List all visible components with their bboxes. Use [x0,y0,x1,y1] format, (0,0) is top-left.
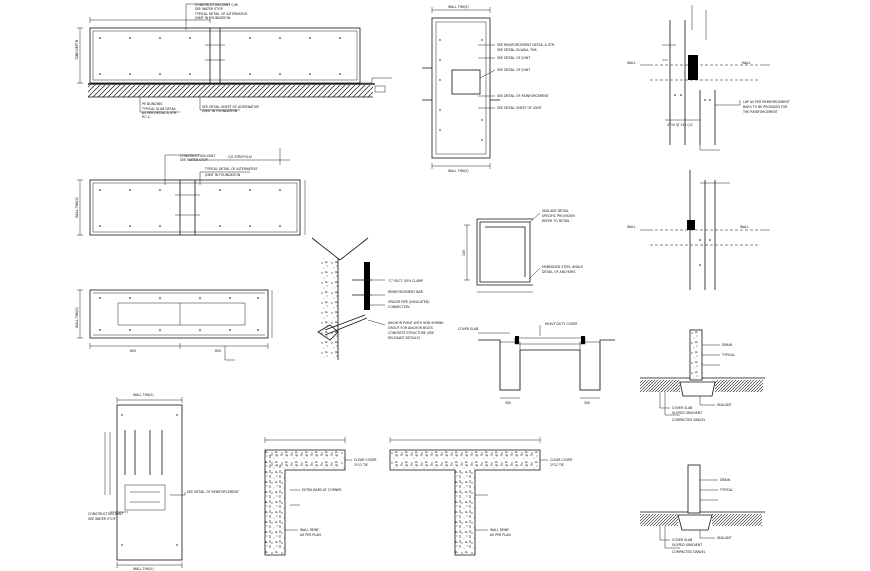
d3-note-3: THE REINFORCEMENT [742,110,778,114]
detail-column-section: WALL THK(S) SEE DETAIL OF REINFORCEMENT … [88,393,239,571]
detail-junction-top-right: WALL WALL LAP AS PER REINFORCEMENT BARS … [627,5,790,151]
d1-top-note-2: SEE WATER STOP [195,7,223,11]
d13-note-4: AS PER PLAN [490,533,511,537]
d7-note-5: ANCHOR POINT WITH NON SHRINK [388,321,444,325]
d13-note-1: CLEAR COVER [550,458,573,462]
detail-corner-plan: CLEAR COVER 2Y12 TIE EXTRA BARS AT CORNE… [264,437,377,556]
d9-note-2: HEAVY DUTY COVER [545,322,578,326]
svg-text:WALL: WALL [627,61,636,65]
d6-dim-bottom-2: 600 [215,349,221,353]
d7-note-6: GROUT FOR ANCHOR BOLTS [388,326,433,330]
d1-top-note-1: CONSTRUCTION JOINT C/W [195,3,239,7]
d2-note-2: SEE DETAIL IN WALL THK. [497,48,538,52]
d9-note-1: COVER SLAB [458,327,478,331]
d6-dim-bottom-1: 600 [130,349,136,353]
d14-note-2: TYPICAL [719,488,733,492]
detail-clamp-bracket: "C" SECT. 50% CLAMP REINFORCEMENT BAR SP… [311,237,444,360]
d8-note-3: REFER TO DETAIL [542,219,570,223]
d12-note-1: CLEAR COVER [354,458,377,462]
d7-note-8: RELEVANT DETAILS) [388,336,420,340]
d14-note-3: COVER SLAB [672,538,692,542]
d14-note-5: SEALANT [717,536,732,540]
detail-wall-elevation-top: TANK DEPTH CONSTRUCTION JOINT C/W SEE WA… [75,3,392,119]
d1-bottom-note-2: TYPICAL SLAB DETAIL [141,107,176,111]
d2-note-3: SEE DETAIL OF JOINT [497,56,530,60]
detail-tee-plan: CLEAR COVER 2Y12 TIE WALL REINF. AS PER … [389,437,573,556]
d10-note-4: SLOPED GRADIENT [672,411,702,415]
d8-note-1: SEALANT DETAIL [542,209,569,213]
d14-note-1: DRAIN [720,478,731,482]
d14-note-6: COMPACTED GRAVEL [672,550,706,554]
d9-dim-left: 300 [505,401,511,405]
d1-bottom-note-3: AS PER DETAIL & STR. [142,111,177,115]
d2-note-6: SEE DETAIL SHEET OF JOINT [497,106,542,110]
d13-note-2: 2Y12 TIE [550,463,564,467]
d3-note-1: LAP AS PER REINFORCEMENT [743,100,790,104]
d4-dim-top: C/S STRIP FILM [228,155,252,159]
d4-top-note-3: TYPICAL DETAIL OF ALTERNATIVE [204,167,257,171]
d12-note-5: AS PER PLAN [300,533,321,537]
d1-side-dim: TANK DEPTH [75,39,79,61]
d1-top-note-3: TYPICAL DETAIL OF ALTERNATIVE [194,12,247,16]
detail-wall-section-top-middle: WALL THK(S) WALL THK(S) SEE REINFORCEMEN… [422,5,555,173]
d13-note-3: WALL REINF. [490,528,510,532]
d8-note-5: DETAIL OF ANCHORS [542,270,575,274]
d11-top-dim: WALL THK(S) [133,393,154,397]
detail-wall-elevation-middle: CONSTRUCTION JOINT SEE WATER STOP C/S ST… [75,148,306,236]
d4-top-note-4: JOINT IN FOUNDATION [204,173,241,177]
d11-note-2: SEE WATER STOP [88,517,116,521]
d4-side-dim: WALL THK(S) [75,197,79,218]
d1-top-note-4: JOINT IN FOUNDATION [194,16,231,20]
d2-bottom-dim: WALL THK(S) [448,169,469,173]
d1-bottom-note-1: PE BLINDING [142,102,163,106]
d7-note-3: SPACER PIPE (INSULATED) [388,300,430,304]
d6-side-dim: WALL THK(S) [75,307,79,328]
d2-note-1: SEE REINFORCEMENT DETAIL & STR. [497,43,555,47]
d10-note-5: SEALANT [717,403,732,407]
d1-bottom-note-6: JOINT IN FOUNDATION [201,109,238,113]
d11-note-3: SEE DETAIL OF REINFORCEMENT [187,490,239,494]
d14-note-4: SLOPED GRADIENT [672,543,702,547]
svg-text:WALL: WALL [742,61,751,65]
d2-note-5: SEE DETAIL OF REINFORCEMENT [497,94,549,98]
d8-note-4: EMBEDDED STEEL ANGLE [542,265,583,269]
detail-drain-section-lower: DRAIN TYPICAL COVER SLAB SLOPED GRADIENT… [640,464,765,554]
d8-note-2: SPECIFIC PROVISION [542,214,575,218]
detail-wall-elevation-lower: 600 600 WALL THK(S) [75,289,273,361]
d11-bottom-dim: WALL THK(S) [133,567,154,571]
d3-bottom-note: 4Y10 @ 150 C/C [667,123,694,127]
d2-note-4: SEE DETAIL OF JOINT [497,68,530,72]
d9-dim-right: 300 [584,401,590,405]
d10-note-1: DRAIN [722,343,733,347]
d1-bottom-note-4: P.C.C. [142,115,151,119]
svg-text:WALL: WALL [740,225,749,229]
detail-trench-cover: COVER SLAB HEAVY DUTY COVER 300 300 [458,322,615,405]
d3-note-2: BARS TO BE PROVIDED FOR [743,105,788,109]
d8-side-dim: 100 [462,250,466,256]
detail-junction-middle-right: WALL WALL [627,170,770,290]
d7-note-4: CONNECTION [388,305,410,309]
d2-top-dim: WALL THK(S) [448,5,469,9]
d1-bottom-note-5: SEE DETAIL SHEET OF ALTERNATIVE [202,105,259,109]
svg-text:WALL: WALL [627,225,636,229]
detail-angle-section: 100 SEALANT DETAIL SPECIFIC PROVISION RE… [462,209,583,293]
d12-note-2: 2Y12 TIE [354,463,368,467]
d4-top-note-1: CONSTRUCTION JOINT [180,154,215,158]
detail-drain-section-upper: DRAIN TYPICAL COVER SLAB SLOPED GRADIENT… [640,329,765,422]
d10-note-2: TYPICAL [721,353,735,357]
d12-note-4: WALL REINF. [300,528,320,532]
d11-note-1: CONSTRUCTION JOINT [88,512,123,516]
d7-note-7: CONCRETE STRUCTURE (SEE [388,331,434,335]
d10-note-3: COVER SLAB [672,406,692,410]
d7-note-1: "C" SECT. 50% CLAMP [388,279,423,283]
d7-note-2: REINFORCEMENT BAR [388,290,424,294]
d10-note-6: COMPACTED GRAVEL [672,418,706,422]
d12-note-3: EXTRA BARS AT CORNER [302,488,342,492]
